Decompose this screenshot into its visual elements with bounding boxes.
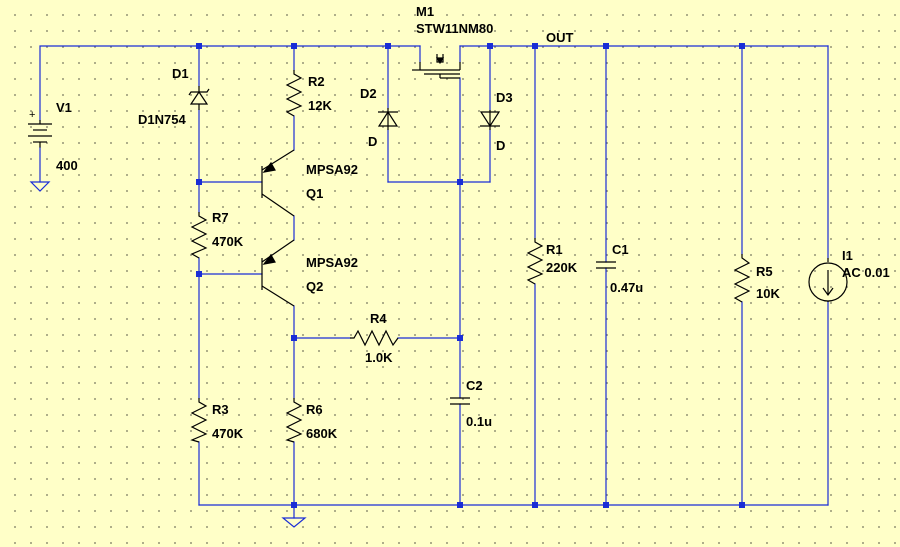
r5-value-label: 10K [756, 286, 780, 301]
c1-value-label: 0.47u [610, 280, 643, 295]
r2-value-label: 12K [308, 98, 332, 113]
junction [603, 502, 609, 508]
junction [196, 179, 202, 185]
junction [291, 43, 297, 49]
r7-resistor-symbol[interactable] [190, 212, 208, 259]
c2-value-label: 0.1u [466, 414, 492, 429]
junction [385, 43, 391, 49]
c1-ref-label: C1 [612, 242, 629, 257]
r5-resistor-symbol[interactable] [733, 254, 751, 303]
junction [532, 502, 538, 508]
v1-plus-sign: + [29, 109, 35, 121]
junction [291, 335, 297, 341]
junction [487, 43, 493, 49]
r4-ref-label: R4 [370, 311, 387, 326]
wires [39, 45, 829, 519]
d1-value-label: D1N754 [138, 112, 186, 127]
q2-ref-label: Q2 [306, 279, 323, 294]
v1-ref-label: V1 [56, 100, 72, 115]
junction [196, 271, 202, 277]
d3-diode-symbol[interactable] [479, 110, 501, 130]
junction [457, 502, 463, 508]
r2-ref-label: R2 [308, 74, 325, 89]
r3-resistor-symbol[interactable] [190, 398, 208, 443]
d3-ref-label: D3 [496, 90, 513, 105]
m1-mosfet-symbol[interactable] [412, 54, 461, 79]
ground-symbol [281, 517, 307, 528]
d2-value-label: D [368, 134, 377, 149]
labels: + V1 400 D1 D1N754 R2 12K MPSA92 Q1 R7 4… [29, 4, 890, 441]
m1-value-label: STW11NM80 [416, 21, 493, 36]
junction [603, 43, 609, 49]
c1-capacitor-symbol[interactable] [596, 261, 616, 269]
c2-ref-label: C2 [466, 378, 483, 393]
i1-ref-label: I1 [842, 248, 853, 263]
i1-current-source-symbol[interactable] [808, 258, 848, 302]
q1-pnp-transistor-symbol[interactable] [261, 149, 295, 217]
r3-value-label: 470K [212, 426, 244, 441]
junction [739, 43, 745, 49]
v1-value-label: 400 [56, 158, 78, 173]
junction [196, 43, 202, 49]
d1-zener-symbol[interactable] [188, 86, 210, 110]
q2-value-label: MPSA92 [306, 255, 358, 270]
r4-value-label: 1.0K [365, 350, 393, 365]
r1-resistor-symbol[interactable] [526, 238, 544, 285]
m1-ref-label: M1 [416, 4, 434, 19]
q1-value-label: MPSA92 [306, 162, 358, 177]
junction [291, 502, 297, 508]
out-net-label: OUT [546, 30, 574, 45]
r1-ref-label: R1 [546, 242, 563, 257]
c2-capacitor-symbol[interactable] [450, 397, 470, 405]
d2-ref-label: D2 [360, 86, 377, 101]
d1-ref-label: D1 [172, 66, 189, 81]
q2-pnp-transistor-symbol[interactable] [261, 239, 295, 307]
r4-resistor-symbol[interactable] [350, 329, 399, 347]
r5-ref-label: R5 [756, 264, 773, 279]
r6-ref-label: R6 [306, 402, 323, 417]
r6-resistor-symbol[interactable] [285, 398, 303, 443]
junction [457, 179, 463, 185]
r7-value-label: 470K [212, 234, 244, 249]
q1-ref-label: Q1 [306, 186, 323, 201]
i1-value-label: AC 0.01 [842, 265, 890, 280]
junction [532, 43, 538, 49]
r2-resistor-symbol[interactable] [285, 70, 303, 117]
d3-value-label: D [496, 138, 505, 153]
junctions [196, 43, 745, 508]
d2-diode-symbol[interactable] [377, 108, 399, 130]
v1-ground-symbol [29, 181, 51, 192]
r1-value-label: 220K [546, 260, 578, 275]
r6-value-label: 680K [306, 426, 338, 441]
r7-ref-label: R7 [212, 210, 229, 225]
v1-battery-symbol[interactable] [28, 120, 52, 183]
junction [739, 502, 745, 508]
junction [457, 335, 463, 341]
r3-ref-label: R3 [212, 402, 229, 417]
